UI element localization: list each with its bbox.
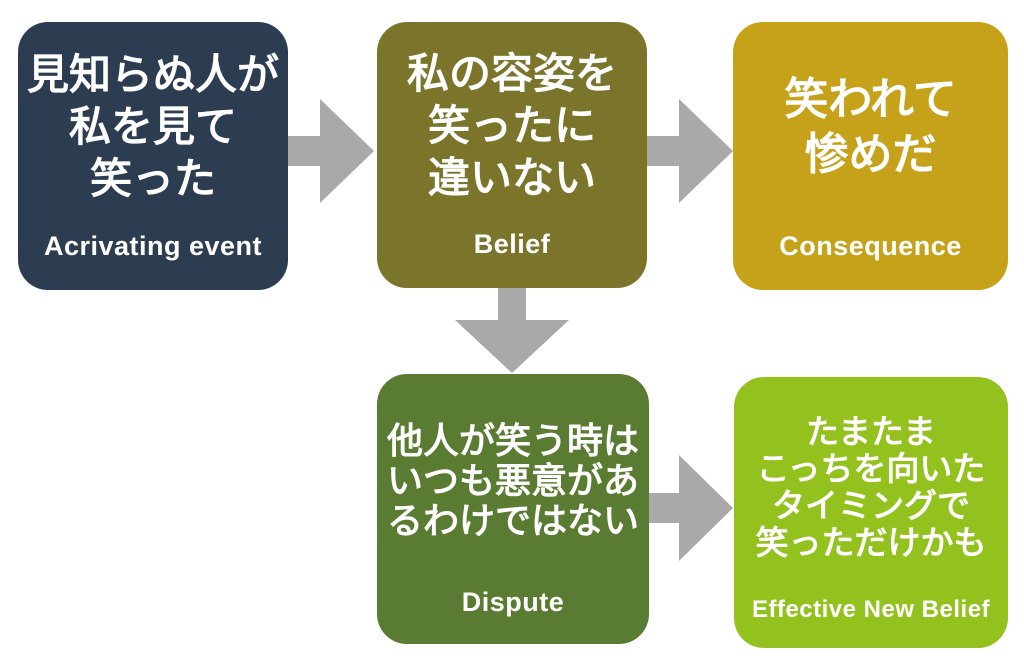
box-text-line: いつも悪意があ [386, 459, 639, 501]
box-text-line: 笑っただけかも [755, 523, 987, 561]
box-text-line: 私の容姿を [406, 49, 617, 97]
box-label: Effective New Belief [751, 596, 991, 623]
box-text-line: 違いない [427, 153, 596, 201]
box-text-line: るわけではない [386, 499, 639, 541]
box-text: 笑われて 惨めだ [784, 22, 956, 231]
box-text-line: 他人が笑う時は [386, 419, 639, 461]
arrow-down-icon [455, 288, 569, 373]
arrow-right-icon [646, 99, 733, 203]
box-text: 他人が笑う時は いつも悪意があ るわけではない [387, 374, 639, 587]
box-dispute: 他人が笑う時は いつも悪意があ るわけではない Dispute [377, 374, 649, 644]
box-label: Belief [473, 229, 551, 259]
box-text-line: 笑われて [784, 74, 957, 124]
arrow-right-icon [287, 99, 374, 203]
box-activating-event: 見知らぬ人が 私を見て 笑った Acrivating event [18, 22, 288, 290]
box-effective-new-belief: たまたま こっちを向いた タイミングで 笑っただけかも Effective Ne… [734, 377, 1008, 648]
box-consequence: 笑われて 惨めだ Consequence [733, 22, 1008, 290]
box-text-line: 私を見て [68, 102, 237, 150]
box-text-line: 笑ったに [427, 101, 596, 149]
box-text: 私の容姿を 笑ったに 違いない [407, 22, 617, 229]
box-text-line: タイミングで [772, 486, 970, 524]
box-text: 見知らぬ人が 私を見て 笑った [27, 22, 279, 231]
box-text-line: たまたま [805, 412, 937, 450]
box-text-line: 惨めだ [804, 129, 937, 179]
arrow-right-icon [646, 455, 733, 561]
box-label: Acrivating event [43, 231, 263, 261]
box-text-line: 笑った [89, 154, 216, 202]
box-label: Consequence [779, 231, 962, 261]
box-text-line: 見知らぬ人が [26, 50, 279, 98]
box-belief: 私の容姿を 笑ったに 違いない Belief [377, 22, 647, 288]
box-text: たまたま こっちを向いた タイミングで 笑っただけかも [756, 377, 987, 596]
box-label: Dispute [461, 587, 565, 617]
box-text-line: こっちを向いた [756, 449, 986, 487]
